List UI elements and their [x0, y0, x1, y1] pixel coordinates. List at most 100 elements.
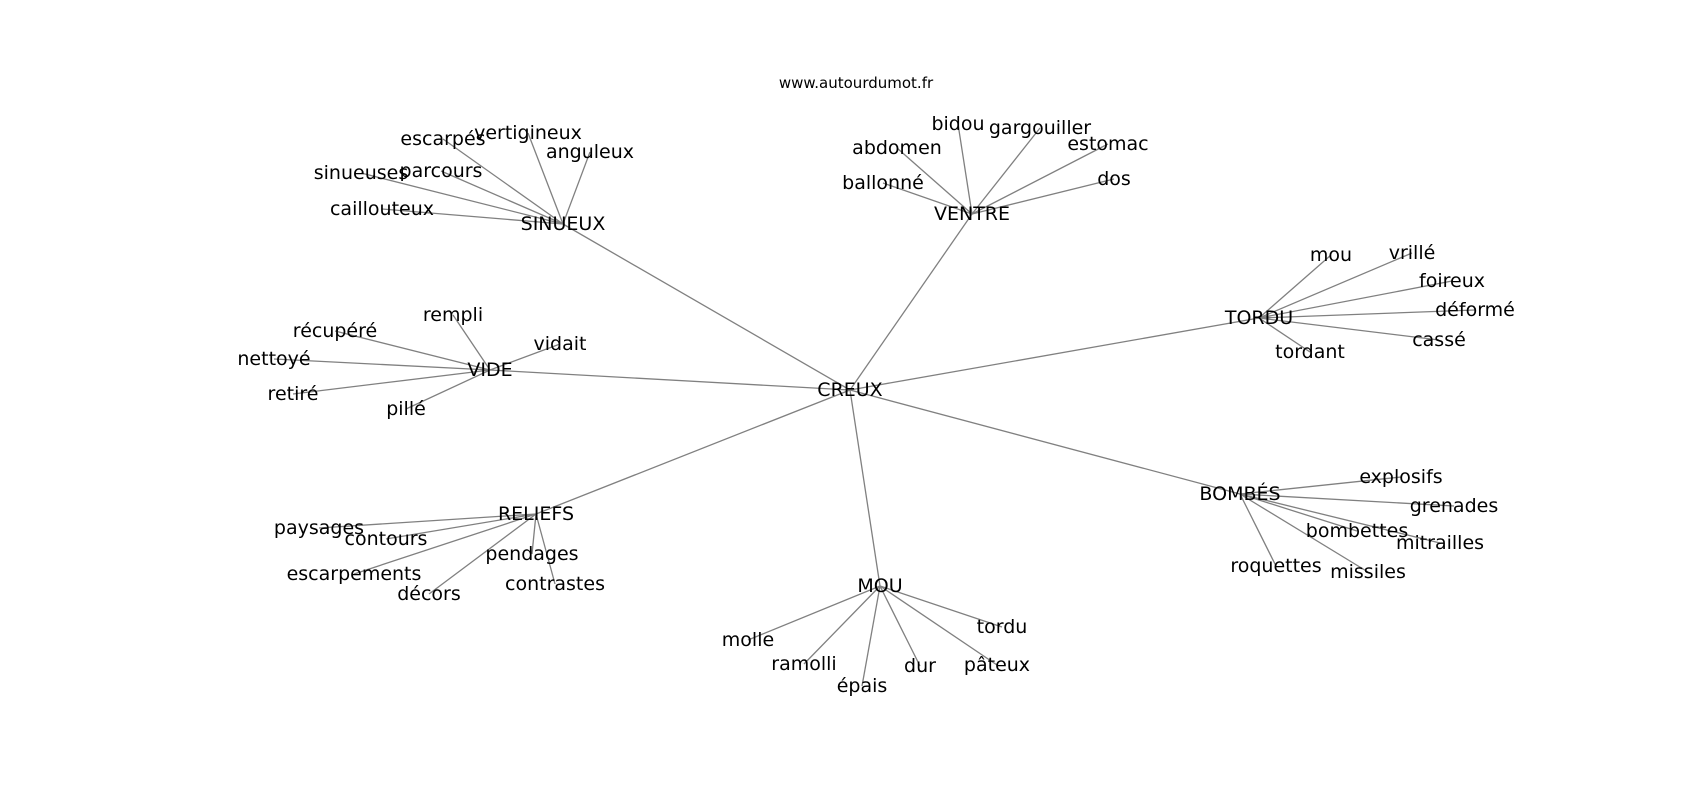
- edge-vide-leaf: [405, 369, 491, 410]
- hub-node-vide: VIDE: [467, 359, 512, 381]
- edge-ventre-leaf: [971, 127, 1041, 215]
- leaf-node: estomac: [1067, 133, 1148, 155]
- leaf-node: pillé: [386, 398, 426, 420]
- leaf-node: grenades: [1410, 495, 1498, 517]
- hub-node-sinueux: SINUEUX: [521, 213, 606, 235]
- edge-ventre-leaf: [882, 182, 973, 215]
- edge-ventre-leaf: [957, 123, 973, 215]
- leaf-node: dur: [904, 655, 936, 677]
- leaf-node: sinueuses: [314, 162, 408, 184]
- leaf-node: bombettes: [1306, 520, 1408, 542]
- leaf-node: décors: [397, 583, 461, 605]
- edge-tordu-leaf: [1258, 309, 1476, 319]
- leaf-node: déformé: [1435, 299, 1515, 321]
- edge-bombes-leaf: [1239, 493, 1358, 532]
- leaf-node: explosifs: [1359, 466, 1442, 488]
- edge-bombes-leaf: [1239, 476, 1402, 495]
- edge-mou-leaf: [747, 585, 881, 641]
- edge-bombes-leaf: [1239, 493, 1369, 573]
- leaf-node: cassé: [1412, 329, 1466, 351]
- leaf-node: pendages: [485, 543, 578, 565]
- leaf-node: contrastes: [505, 573, 605, 595]
- hub-node-bombes: BOMBÉS: [1199, 482, 1280, 505]
- edge-center-reliefs: [535, 389, 851, 515]
- edge-sinueux-leaf: [442, 138, 564, 225]
- leaf-node: ramolli: [771, 653, 836, 675]
- edge-tordu-leaf: [1258, 254, 1332, 319]
- center-node: CREUX: [817, 379, 882, 401]
- edge-center-tordu: [849, 317, 1260, 391]
- leaf-node: récupéré: [293, 320, 377, 342]
- edge-center-sinueux: [562, 223, 851, 391]
- edge-reliefs-leaf: [535, 513, 556, 585]
- leaf-node: pâteux: [964, 654, 1030, 676]
- edge-vide-leaf: [489, 343, 561, 371]
- leaf-node: abdomen: [852, 137, 942, 159]
- hub-node-reliefs: RELIEFS: [498, 503, 574, 525]
- edge-reliefs-leaf: [385, 513, 537, 540]
- leaf-node: mitrailles: [1396, 532, 1484, 554]
- edge-mou-leaf: [861, 585, 881, 687]
- leaf-node: ballonné: [842, 172, 924, 194]
- edge-mou-leaf: [879, 585, 921, 667]
- leaf-node: bidou: [931, 113, 984, 135]
- edge-tordu-leaf: [1258, 252, 1413, 319]
- edge-center-mou: [849, 389, 881, 587]
- edge-sinueux-leaf: [562, 151, 591, 225]
- edge-reliefs-leaf: [318, 513, 537, 529]
- leaf-node: nettoyé: [237, 348, 310, 370]
- edge-mou-leaf: [879, 585, 1003, 628]
- edge-vide-leaf: [334, 330, 491, 371]
- edge-mou-leaf: [803, 585, 881, 665]
- edge-bombes-leaf: [1239, 493, 1277, 567]
- leaf-node: molle: [722, 629, 774, 651]
- site-url: www.autourdumot.fr: [779, 74, 934, 92]
- edge-vide-leaf: [273, 358, 491, 371]
- edge-bombes-leaf: [1239, 493, 1441, 544]
- hub-node-mou: MOU: [857, 575, 902, 597]
- leaf-node: mou: [1310, 244, 1352, 266]
- leaf-node: vertigineux: [474, 122, 582, 144]
- leaf-node: tordu: [977, 616, 1028, 638]
- edge-tordu-leaf: [1258, 280, 1453, 319]
- leaf-node: gargouiller: [989, 117, 1091, 139]
- edge-ventre-leaf: [896, 147, 973, 215]
- edge-sinueux-leaf: [440, 170, 564, 225]
- hub-node-ventre: VENTRE: [934, 203, 1010, 225]
- edge-sinueux-leaf: [381, 208, 564, 225]
- leaf-node: parcours: [400, 160, 483, 182]
- edge-center-bombes: [849, 389, 1241, 495]
- hub-node-tordu: TORDU: [1224, 307, 1293, 329]
- edge-vide-leaf: [292, 369, 491, 395]
- edge-reliefs-leaf: [428, 513, 537, 595]
- leaf-node: rempli: [423, 304, 483, 326]
- leaf-node: vrillé: [1389, 242, 1436, 264]
- leaf-node: retiré: [268, 383, 319, 405]
- edge-ventre-leaf: [971, 143, 1109, 215]
- edge-vide-leaf: [452, 314, 491, 371]
- edge-center-vide: [489, 369, 851, 391]
- leaf-node: tordant: [1275, 341, 1345, 363]
- leaf-node: missiles: [1330, 561, 1406, 583]
- leaf-node: roquettes: [1230, 555, 1321, 577]
- edge-reliefs-leaf: [531, 513, 537, 555]
- edge-tordu-leaf: [1258, 317, 1311, 353]
- edge-reliefs-leaf: [353, 513, 537, 575]
- edge-sinueux-leaf: [527, 132, 564, 225]
- graph-edges: [273, 123, 1476, 687]
- edge-ventre-leaf: [971, 178, 1115, 215]
- leaf-node: foireux: [1419, 270, 1485, 292]
- leaf-node: contours: [345, 528, 428, 550]
- edge-tordu-leaf: [1258, 317, 1440, 341]
- leaf-node: vidait: [534, 333, 587, 355]
- graph-labels: CREUXSINUEUXescarpésvertigineuxanguleuxs…: [237, 113, 1514, 697]
- leaf-node: caillouteux: [330, 198, 434, 220]
- edge-bombes-leaf: [1239, 493, 1455, 507]
- leaf-node: épais: [837, 675, 888, 697]
- leaf-node: anguleux: [546, 141, 634, 163]
- edge-sinueux-leaf: [360, 172, 564, 225]
- edge-mou-leaf: [879, 585, 998, 666]
- leaf-node: dos: [1097, 168, 1131, 190]
- leaf-node: escarpements: [287, 563, 422, 585]
